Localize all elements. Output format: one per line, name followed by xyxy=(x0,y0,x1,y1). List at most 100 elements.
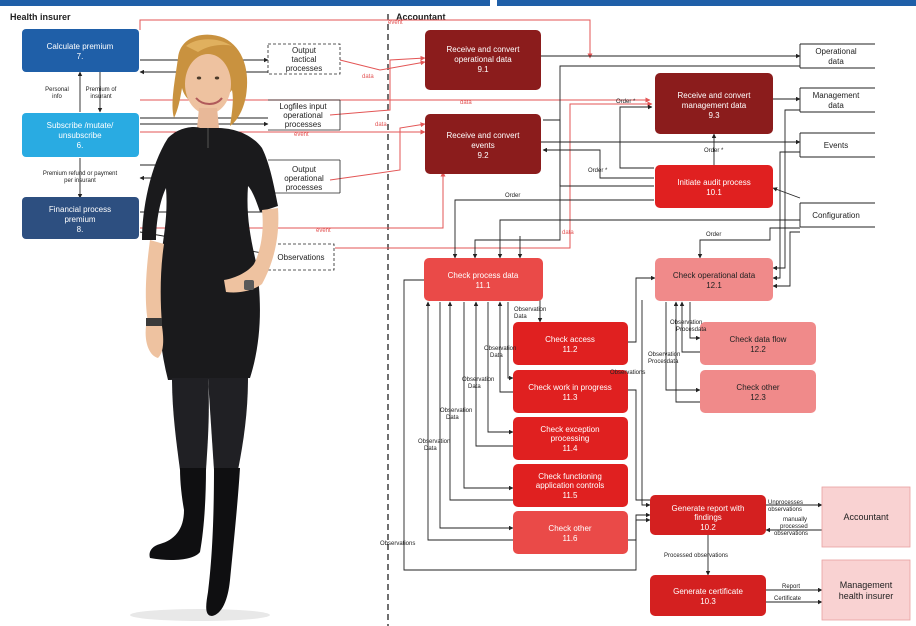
store-management-2: data xyxy=(828,101,844,110)
p92-t2: events xyxy=(471,141,495,150)
store-logfiles-2: operational xyxy=(283,111,323,120)
store-operational-2: data xyxy=(828,57,844,66)
store-configuration[interactable]: Configuration xyxy=(799,202,875,228)
p101-t1: Initiate audit process xyxy=(677,178,750,187)
p93-t2: management data xyxy=(682,101,747,110)
entity-management-insurer[interactable]: Management health insurer xyxy=(821,559,911,621)
process-9-1[interactable]: Receive and convert operational data 9.1 xyxy=(425,30,541,90)
p93-t1: Receive and convert xyxy=(678,91,752,100)
flow-label-event-top: event xyxy=(388,20,403,26)
process-9-2[interactable]: Receive and convert events 9.2 xyxy=(425,114,541,174)
store-configuration-label: Configuration xyxy=(812,211,860,220)
lbl-order-5: Order xyxy=(706,232,721,238)
flow-label-refund-1: Premium refund or payment xyxy=(43,171,118,177)
store-management-data[interactable]: Management data xyxy=(799,87,875,113)
p122-num: 12.2 xyxy=(750,345,766,354)
store-output-op-3: processes xyxy=(286,183,322,192)
right-flow-labels: Order * Order * Order * Order Order Obse… xyxy=(380,99,808,602)
process-financial[interactable] xyxy=(22,197,139,239)
p123-t1: Check other xyxy=(736,383,779,392)
lbl-manual-2: processed xyxy=(780,524,808,530)
store-output-op-2: operational xyxy=(284,174,324,183)
lbl-obs-c2: Data xyxy=(468,384,481,390)
p103-t1: Generate certificate xyxy=(673,587,743,596)
calc-premium-num: 7. xyxy=(77,52,84,61)
entity-accountant-label: Accountant xyxy=(843,512,889,522)
store-tactical-3: processes xyxy=(286,64,322,73)
p103-num: 10.3 xyxy=(700,597,716,606)
top-bar-left xyxy=(0,0,490,6)
process-11-4[interactable]: Check exception processing 11.4 xyxy=(513,417,628,460)
lbl-obs-f2: Procesdata xyxy=(676,327,707,333)
store-logfiles-3: processes xyxy=(285,120,321,129)
process-10-1[interactable]: Initiate audit process 10.1 xyxy=(655,165,773,208)
entity-accountant[interactable]: Accountant xyxy=(821,486,911,548)
store-logfiles[interactable]: Logfiles input operational processes xyxy=(268,99,341,131)
store-management-1: Management xyxy=(813,91,860,100)
lbl-obs-f1: Observation xyxy=(670,320,702,326)
subscribe-title: Subscribe /mutate/ xyxy=(47,121,114,130)
lbl-obs-e1: Observation xyxy=(418,439,450,445)
process-12-2[interactable]: Check data flow 12.2 xyxy=(700,322,816,365)
process-10-3[interactable]: Generate certificate 10.3 xyxy=(650,575,766,616)
financial-title2: premium xyxy=(64,215,95,224)
lbl-obs-a2: Data xyxy=(514,314,527,320)
flow-label-data-4: data xyxy=(562,230,574,236)
store-output-op-1: Output xyxy=(292,165,317,174)
store-operational-data[interactable]: Operational data xyxy=(799,43,875,69)
lbl-obs-c1: Observation xyxy=(462,377,494,383)
lbl-unproc-1: Unprocesses xyxy=(768,500,803,506)
p121-t1: Check operational data xyxy=(673,271,756,280)
flow-label-data-1: data xyxy=(362,74,374,80)
p116-num: 11.6 xyxy=(563,534,579,543)
process-12-3[interactable]: Check other 12.3 xyxy=(700,370,816,413)
p114-num: 11.4 xyxy=(563,444,579,453)
p122-t1: Check data flow xyxy=(730,335,787,344)
process-11-5[interactable]: Check functioning application controls 1… xyxy=(513,464,628,507)
p102-t1: Generate report with xyxy=(672,504,745,513)
process-9-3[interactable]: Receive and convert management data 9.3 xyxy=(655,73,773,134)
lbl-processed: Processed observations xyxy=(664,553,728,559)
process-11-6[interactable]: Check other 11.6 xyxy=(513,511,628,554)
store-tactical-1: Output xyxy=(292,46,317,55)
lbl-manual-1: manually xyxy=(783,517,807,523)
process-10-2[interactable]: Generate report with findings 10.2 xyxy=(650,495,766,535)
store-output-operational[interactable]: Output operational processes xyxy=(268,159,341,194)
lbl-obs-b1: Observation xyxy=(484,346,516,352)
process-11-2[interactable]: Check access 11.2 xyxy=(513,322,628,365)
p92-t1: Receive and convert xyxy=(447,131,521,140)
top-bar-right xyxy=(497,0,916,6)
store-tactical[interactable]: Output tactical processes xyxy=(267,43,341,75)
p111-t1: Check process data xyxy=(448,271,519,280)
lbl-order-3: Order * xyxy=(588,168,608,174)
lbl-obs-g2: Procesdata xyxy=(648,359,679,365)
process-11-1[interactable]: Check process data 11.1 xyxy=(424,258,543,301)
flow-label-event-2: event xyxy=(316,228,331,234)
process-12-1[interactable]: Check operational data 12.1 xyxy=(655,258,773,301)
lbl-order-1: Order * xyxy=(616,99,636,105)
calc-premium-title: Calculate premium xyxy=(47,42,114,51)
store-events[interactable]: Events xyxy=(799,132,875,158)
flow-label-event-1: event xyxy=(294,132,309,138)
p91-t2: operational data xyxy=(454,55,512,64)
store-observations-left-label: Observations xyxy=(277,253,324,262)
process-subscribe[interactable] xyxy=(22,113,139,157)
p93-num: 9.3 xyxy=(708,111,720,120)
process-11-3[interactable]: Check work in progress 11.3 xyxy=(513,370,628,413)
lbl-certificate: Certificate xyxy=(774,596,802,602)
financial-title: Financial process xyxy=(49,205,111,214)
lbl-observations-2: Observations xyxy=(380,541,415,547)
entity-mgmt-2: health insurer xyxy=(839,591,894,601)
process-calculate-premium[interactable] xyxy=(22,29,139,72)
subscribe-title2: unsubscribe xyxy=(58,131,102,140)
financial-num: 8. xyxy=(77,225,84,234)
flow-label-personal-1: Personal xyxy=(45,87,69,93)
p114-t1: Check exception xyxy=(540,425,599,434)
entity-mgmt-1: Management xyxy=(840,580,893,590)
store-events-label: Events xyxy=(824,141,848,150)
p91-num: 9.1 xyxy=(477,65,489,74)
lbl-obs-g1: Observation xyxy=(648,352,680,358)
p102-t2: findings xyxy=(694,513,722,522)
